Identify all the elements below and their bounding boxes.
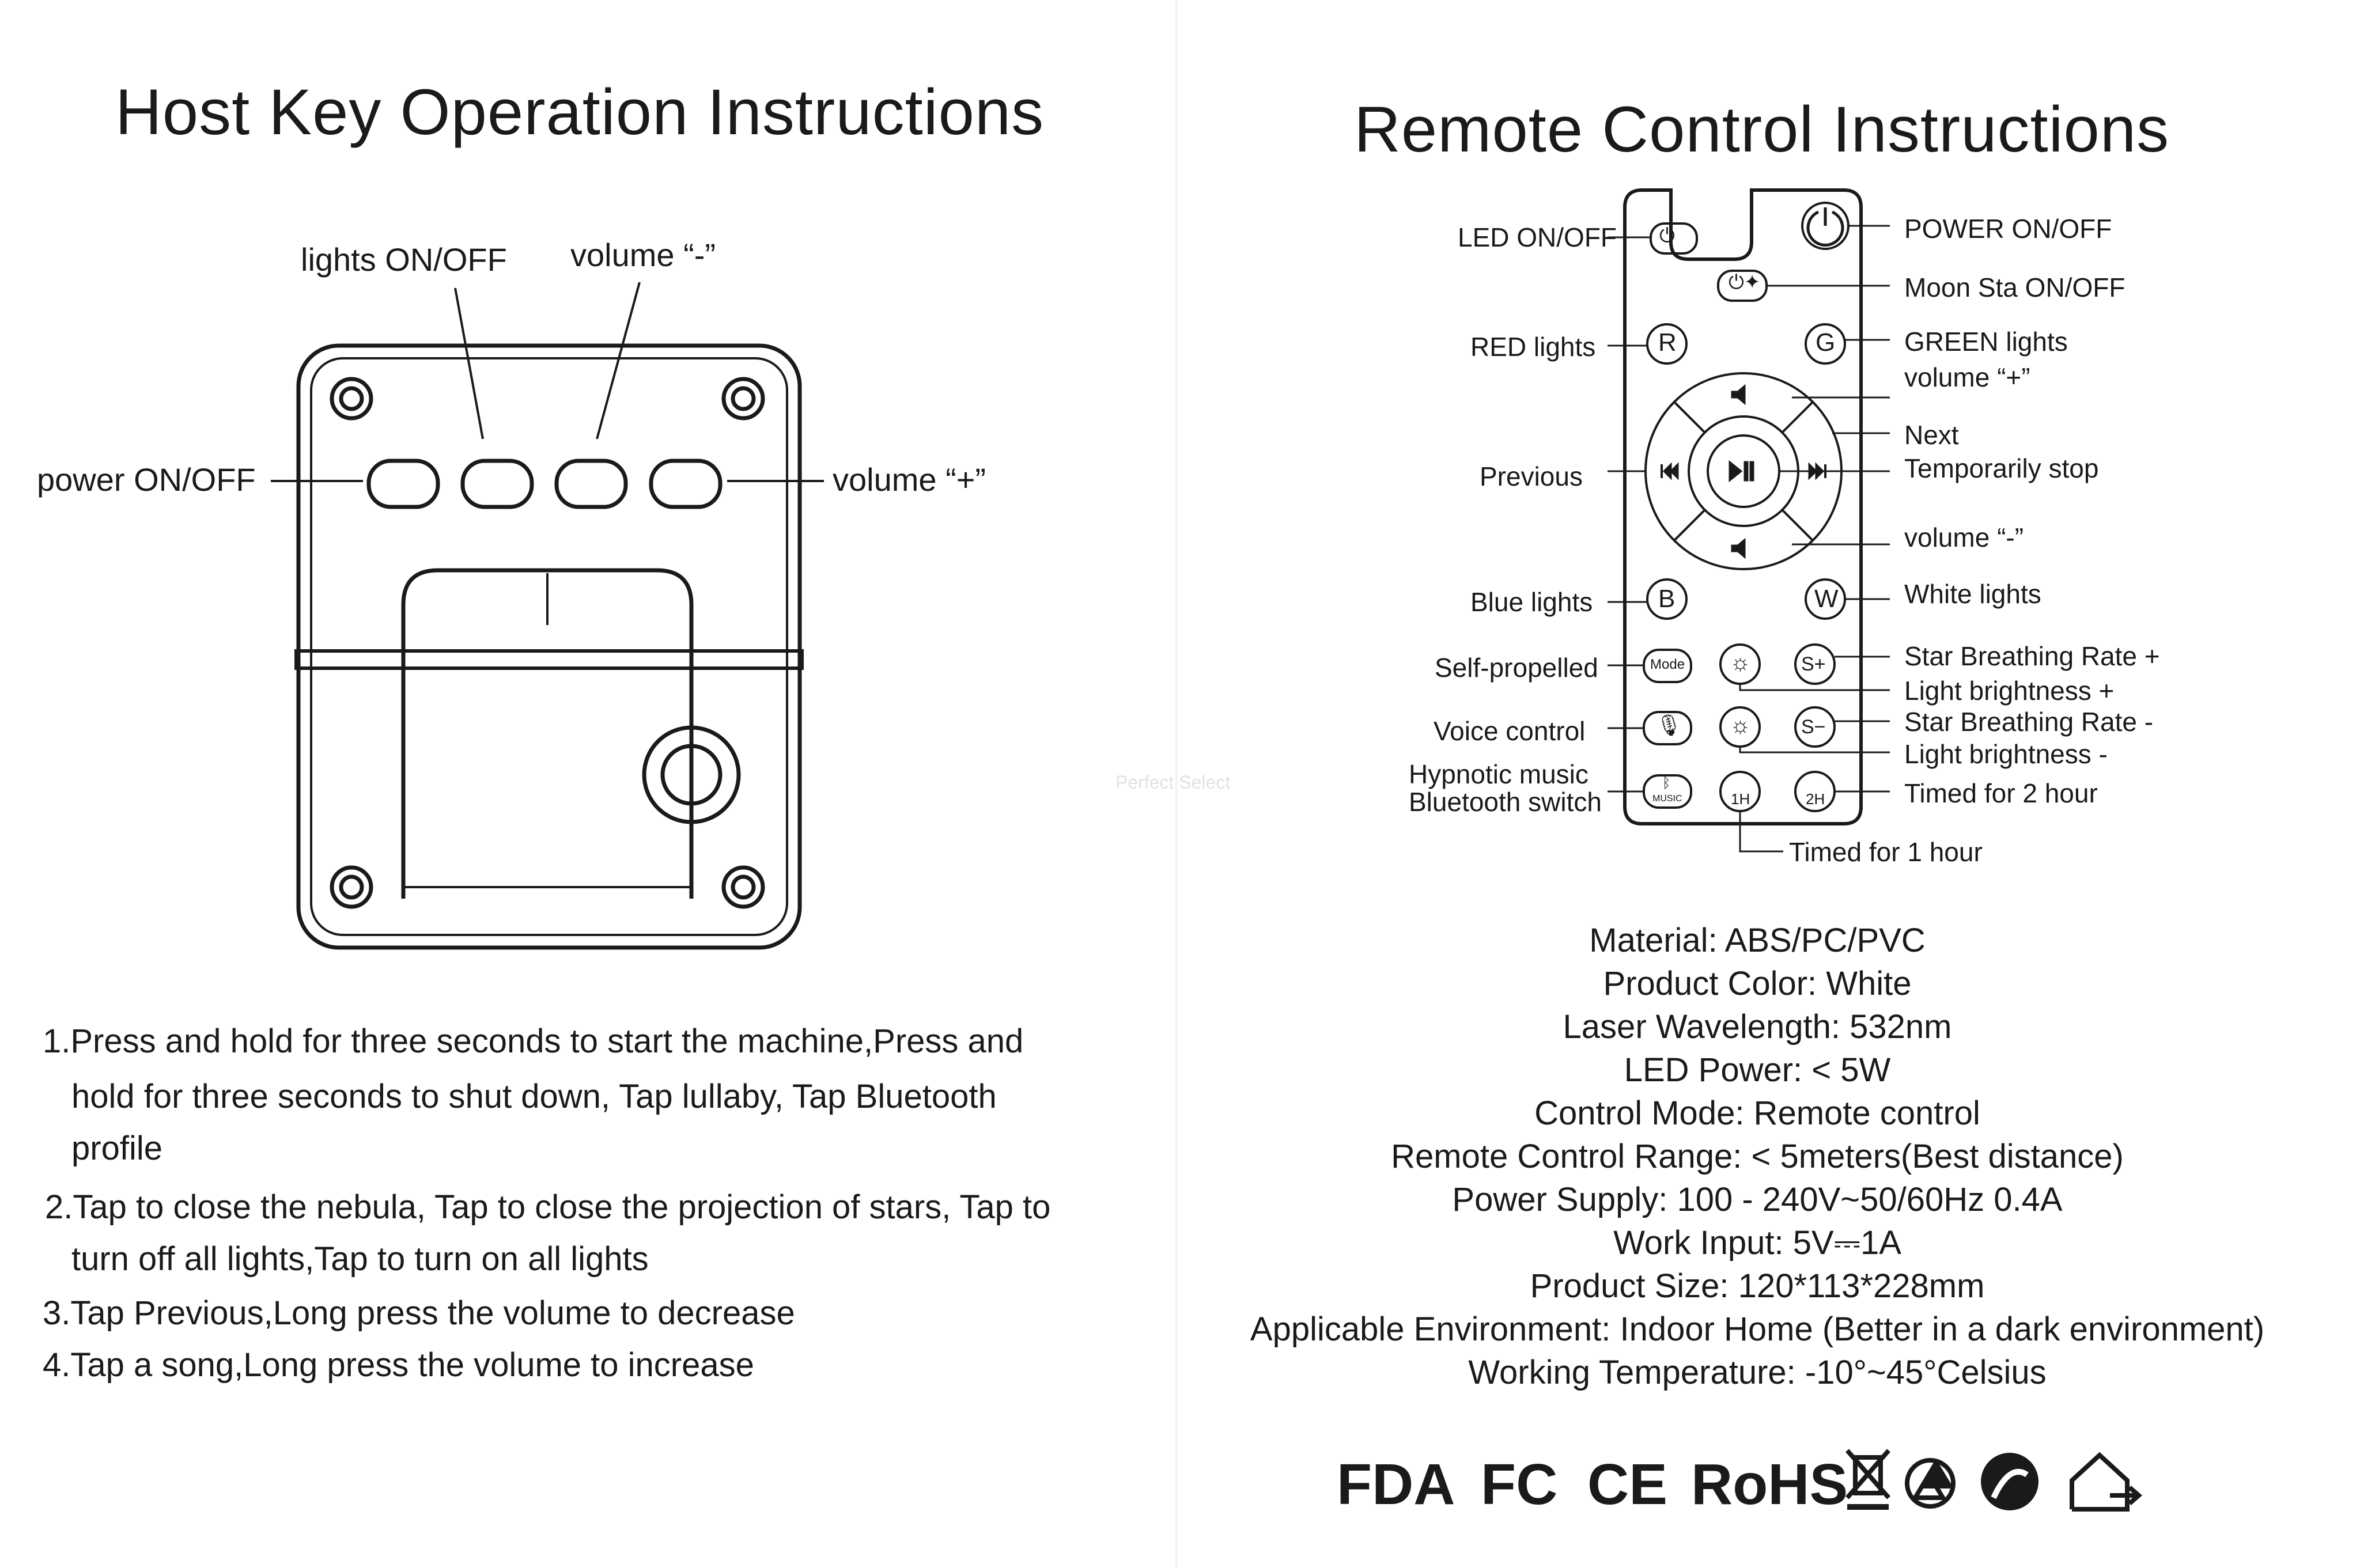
play-pause-button (1707, 434, 1780, 508)
label-timed-1-hour: Timed for 1 hour (1789, 837, 1983, 867)
label-remote-volume-minus: volume “-” (1904, 522, 2024, 552)
microphone-icon: 🎙 (1656, 713, 1682, 737)
label-brightness-minus: Light brightness - (1904, 739, 2108, 769)
volume-plus-icon (1731, 384, 1746, 406)
t1-button-text: 1H (1731, 790, 1750, 808)
host-volume-plus-key (649, 459, 723, 509)
label-lights-onoff: lights ON/OFF (301, 241, 507, 278)
label-white-lights: White lights (1904, 579, 2041, 609)
spec-temperature: Working Temperature: -10°~45°Celsius (1468, 1354, 2047, 1391)
label-volume-minus: volume “-” (570, 237, 716, 273)
host-device-drawing (271, 282, 824, 950)
mode-button-text: Mode (1650, 657, 1685, 672)
spec-range: Remote Control Range: < 5meters(Best dis… (1391, 1138, 2124, 1175)
host-power-key (366, 459, 440, 509)
instruction-line-6: 3.Tap Previous,Long press the volume to … (43, 1294, 795, 1332)
music-button-text: MUSIC (1652, 794, 1682, 804)
label-power-onoff: power ON/OFF (37, 461, 256, 498)
green-lights-button (1805, 323, 1846, 365)
spec-power-supply: Power Supply: 100 - 240V~50/60Hz 0.4A (1452, 1181, 2063, 1218)
ce-mark: CE (1587, 1452, 1667, 1517)
white-button-letter: W (1814, 585, 1839, 613)
spec-laser: Laser Wavelength: 532nm (1563, 1008, 1952, 1046)
red-button-letter: R (1658, 328, 1677, 357)
label-moon-star: Moon Sta ON/OFF (1904, 272, 2125, 302)
bluetooth-icon: ᛒ (1662, 775, 1671, 791)
led-onoff-button (1650, 222, 1698, 255)
green-dot-icon (1981, 1453, 2038, 1510)
cert-icons (1845, 1449, 2143, 1512)
brightness-plus-icon: ☼ (1730, 650, 1751, 675)
screw-bottom-left (330, 865, 373, 909)
star-rate-minus-button (1794, 706, 1836, 748)
spec-environment: Applicable Environment: Indoor Home (Bet… (1250, 1311, 2265, 1348)
star-rate-plus-button (1794, 643, 1836, 685)
moon-star-icon: ⏻✦ (1729, 271, 1761, 293)
label-star-rate-minus: Star Breathing Rate - (1904, 707, 2154, 737)
instruction-line-1: 1.Press and hold for three seconds to st… (43, 1022, 1024, 1060)
sminus-button-text: S− (1801, 716, 1826, 738)
instruction-line-5: turn off all lights,Tap to turn on all l… (71, 1240, 649, 1278)
blue-lights-button (1646, 578, 1688, 620)
fda-mark: FDA (1337, 1452, 1455, 1517)
t2-button-text: 2H (1806, 790, 1825, 808)
brightness-minus-icon: ☼ (1730, 713, 1751, 738)
label-next: Next (1904, 420, 1959, 450)
recycle-icon (1905, 1458, 1956, 1509)
spec-led-power: LED Power: < 5W (1624, 1051, 1891, 1089)
screw-top-left (330, 377, 373, 421)
label-led-onoff: LED ON/OFF (1458, 222, 1617, 252)
page-fold (1175, 0, 1178, 1568)
projector-lens (642, 725, 741, 824)
label-remote-volume-plus: volume “+” (1904, 362, 2030, 392)
host-key-title: Host Key Operation Instructions (115, 76, 1045, 148)
spec-color: Product Color: White (1603, 965, 1912, 1002)
rohs-mark: RoHS (1691, 1452, 1848, 1517)
spec-size: Product Size: 120*113*228mm (1530, 1267, 1985, 1305)
spec-work-input: Work Input: 5V⎓1A (1613, 1224, 1901, 1262)
weee-bin-icon (1845, 1449, 1891, 1510)
label-star-rate-plus: Star Breathing Rate + (1904, 641, 2160, 671)
power-icon (1806, 210, 1844, 247)
play-pause-icon (1729, 460, 1743, 483)
label-red-lights: RED lights (1470, 332, 1596, 362)
label-hypnotic-music: Hypnotic music (1409, 759, 1589, 789)
led-power-icon: ⏻ (1659, 225, 1675, 247)
green-button-letter: G (1816, 328, 1836, 357)
instruction-line-2: hold for three seconds to shut down, Tap… (71, 1078, 997, 1115)
indoor-home-icon (2070, 1452, 2143, 1512)
spec-control-mode: Control Mode: Remote control (1534, 1094, 1980, 1132)
label-self-propelled: Self-propelled (1435, 653, 1598, 683)
watermark: Perfect Select (1115, 772, 1231, 793)
red-lights-button (1646, 323, 1688, 365)
label-timed-2-hour: Timed for 2 hour (1904, 778, 2098, 808)
label-brightness-plus: Light brightness + (1904, 676, 2115, 706)
label-volume-plus: volume “+” (833, 461, 986, 498)
spec-material: Material: ABS/PC/PVC (1589, 922, 1926, 959)
label-previous: Previous (1480, 461, 1583, 491)
blue-button-letter: B (1658, 585, 1676, 613)
label-power-onoff-remote: POWER ON/OFF (1904, 214, 2112, 244)
label-green-lights: GREEN lights (1904, 327, 2068, 357)
instruction-line-7: 4.Tap a song,Long press the volume to in… (43, 1346, 754, 1384)
host-lights-key (460, 459, 534, 509)
label-voice-control: Voice control (1434, 716, 1586, 746)
label-temporarily-stop: Temporarily stop (1904, 453, 2099, 483)
splus-button-text: S+ (1801, 653, 1826, 675)
volume-minus-icon (1731, 537, 1746, 559)
fc-mark: FC (1481, 1452, 1558, 1517)
screw-bottom-right (721, 865, 765, 909)
instruction-line-3: profile (71, 1130, 162, 1167)
label-blue-lights: Blue lights (1470, 587, 1593, 617)
label-bluetooth-switch: Bluetooth switch (1409, 787, 1602, 817)
instruction-line-4: 2.Tap to close the nebula, Tap to close … (45, 1188, 1051, 1226)
remote-title: Remote Control Instructions (1354, 93, 2170, 165)
screw-top-right (721, 377, 765, 421)
host-volume-minus-key (554, 459, 628, 509)
